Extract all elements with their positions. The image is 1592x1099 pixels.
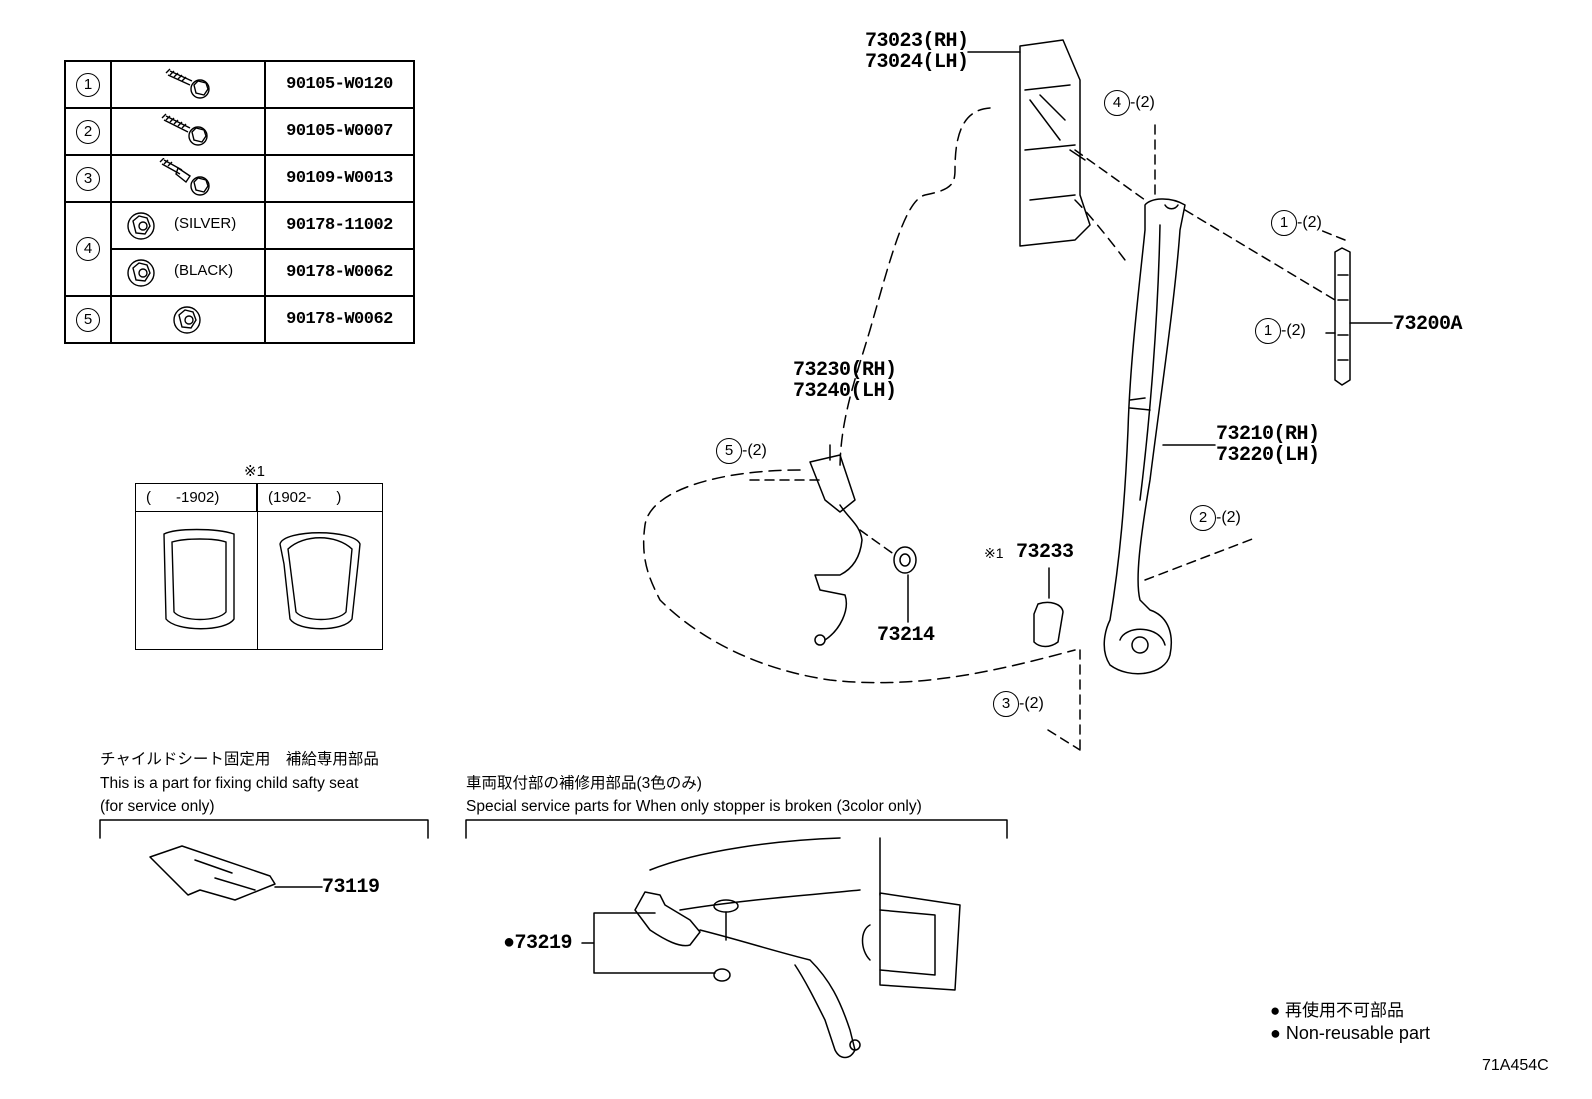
stopper-note-jp: 車両取付部の補修用部品(3色のみ) [466,775,702,792]
variant-header-left: ( -1902) [136,484,257,512]
table-row: 3 90109-W0013 [64,154,415,203]
ref-number: 3 [76,166,100,191]
buckle-holder-73214 [893,546,917,574]
buckle-73230 [809,454,863,646]
label-anchor-adjuster: 73200A [1393,313,1463,336]
fastener-table: 1 90105-W0120 2 90105-W0007 3 90109-W001… [64,60,415,344]
ref-number: 2 [76,119,100,144]
table-row: 1 90105-W0120 [64,60,415,109]
table-row: 2 90105-W0007 [64,107,415,156]
seat-cushion-outline [642,469,1076,684]
ref-number: 1 [76,72,100,97]
part-number: 90109-W0013 [264,154,415,203]
child-seat-note-jp: チャイルドシート固定用 補給専用部品 [100,751,379,768]
child-seat-note-service: (for service only) [100,798,215,815]
variant-box: ( -1902) (1902- ) [135,483,383,650]
flange-nut-icon [127,212,155,240]
ref-number: 4 [76,237,100,261]
label-cover-mark: ※1 [984,545,1004,561]
variant-note-mark: ※1 [244,463,265,480]
part-number: 90105-W0007 [264,107,415,156]
callout: 1-(2) [1271,210,1322,236]
label-buckle-holder: 73214 [877,624,935,647]
label-belt-assy: 73210(RH) 73220(LH) [1216,423,1320,467]
label-cover: 73233 [1016,541,1074,564]
cover-73233 [1033,601,1064,648]
cover-new-shape [279,532,361,630]
flange-nut-icon [173,306,201,334]
child-seat-note-en: This is a part for fixing child safty se… [100,775,359,792]
figure-id: 71A454C [1482,1057,1549,1074]
callout: 5-(2) [716,438,767,464]
callout: 4-(2) [1104,90,1155,116]
cover-old-shape [163,528,235,630]
part-number: 90178-W0062 [264,248,415,297]
child-seat-part-73119 [149,845,276,901]
flange-bolt-icon [161,113,208,146]
flange-bolt-icon [165,68,210,99]
table-row: 5 90178-W0062 [64,295,415,344]
flange-nut-icon [127,259,155,287]
stopper-detail [634,837,961,1059]
legend-en: ● Non-reusable part [1270,1023,1430,1043]
shoulder-bolt-icon [159,158,210,196]
anchor-adjuster-73200A [1334,247,1351,386]
part-number: 90178-11002 [264,201,415,250]
seat-outline [839,107,991,471]
variant-header-right: (1902- ) [258,484,382,512]
belt-assy-73210 [1103,198,1186,675]
color-label: (SILVER) [174,215,237,232]
callout: 1-(2) [1255,318,1306,344]
legend-jp: ● 再使用不可部品 [1270,1001,1404,1020]
label-buckle: 73230(RH) 73240(LH) [793,359,897,403]
label-pillar-cover: 73023(RH) 73024(LH) [865,30,969,74]
seat-side-outline [1074,199,1126,261]
label-stopper: ●73219 [503,932,573,955]
ref-number: 5 [76,307,100,332]
color-label: (BLACK) [174,262,234,279]
table-row: (BLACK) 90178-W0062 [65,248,415,297]
callout: 3-(2) [993,691,1044,717]
callout: 2-(2) [1190,505,1241,531]
pillar-cover-73023 [1019,39,1091,247]
table-row: 4 (SILVER) 90178-11002 [64,201,415,297]
stopper-note-en: Special service parts for When only stop… [466,798,922,815]
part-number: 90105-W0120 [264,60,415,109]
part-number: 90178-W0062 [264,295,415,344]
label-child-seat-part: 73119 [322,876,380,899]
